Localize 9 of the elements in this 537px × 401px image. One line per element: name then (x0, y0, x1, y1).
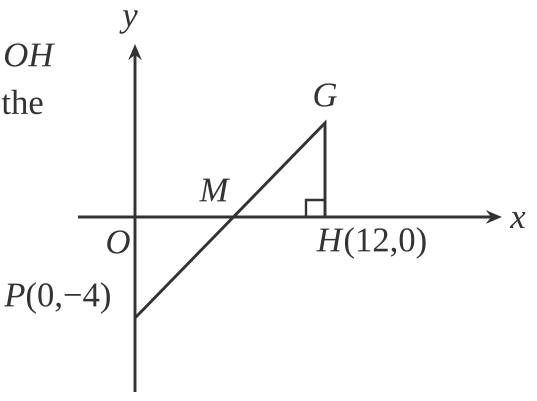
point-label: O (107, 230, 130, 254)
point-label: H(12,0) (316, 227, 426, 259)
text-fragment: OH (5, 43, 55, 67)
text-fragment: the (2, 90, 43, 114)
axis-label: x (510, 212, 526, 228)
point-label: P(0,−4) (4, 282, 110, 314)
axis-label: y (119, 10, 138, 34)
point-label: G (314, 83, 337, 107)
point-label: M (199, 178, 230, 202)
